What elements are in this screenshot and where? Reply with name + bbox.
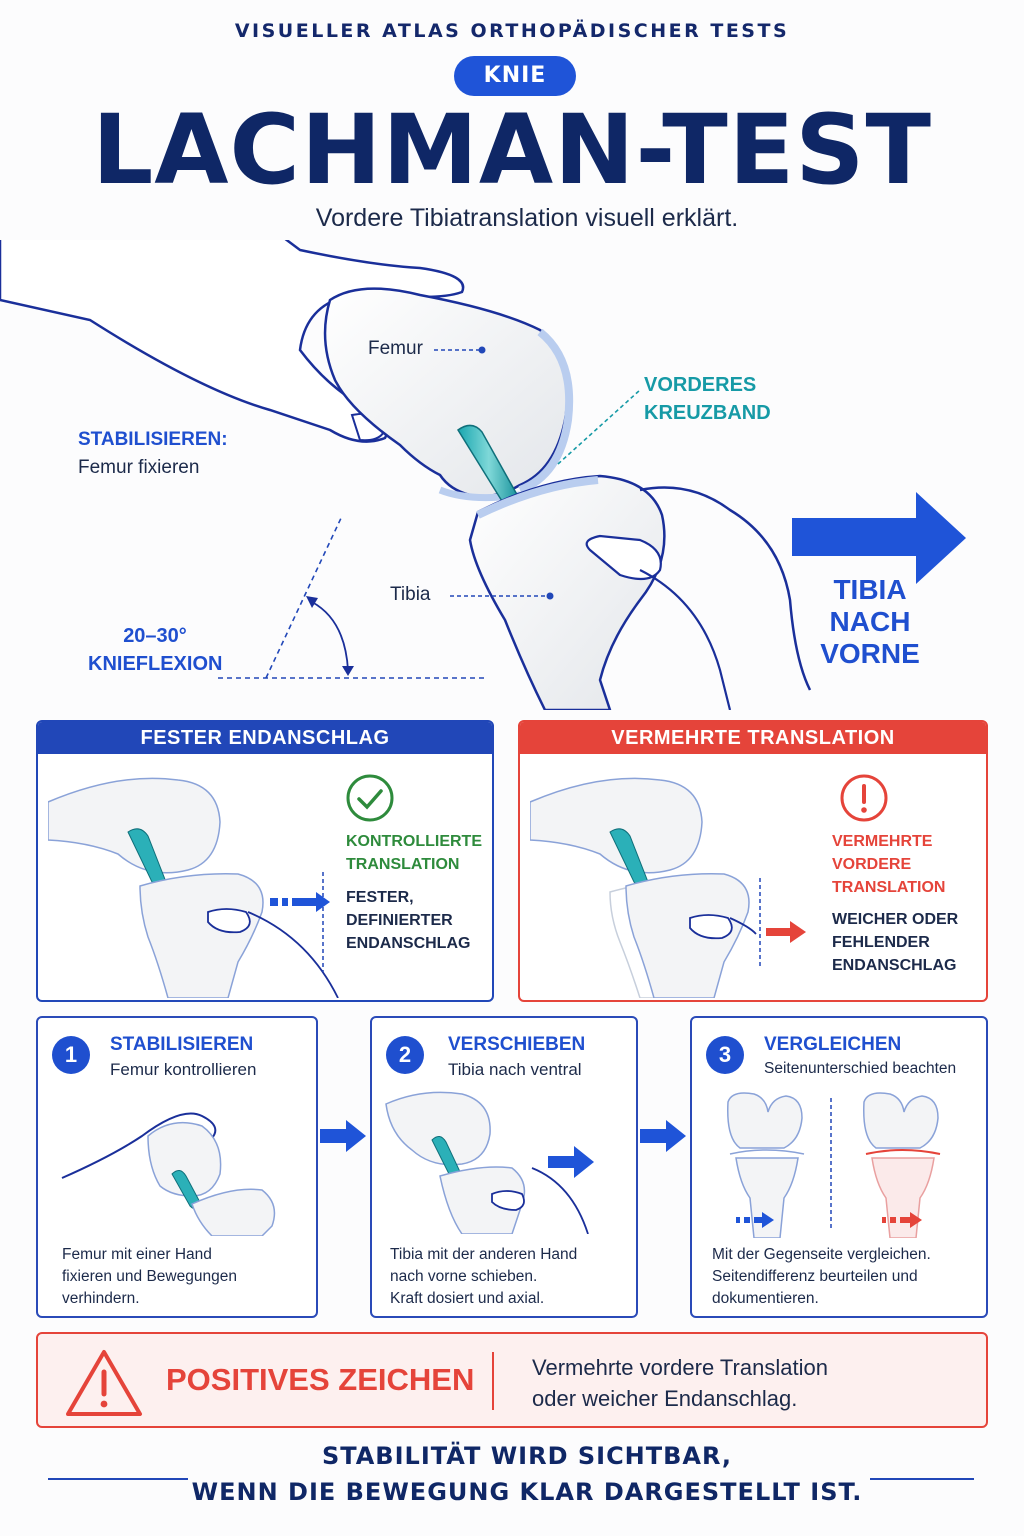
knee-normal-illustration bbox=[48, 777, 339, 998]
page-title: LACHMAN-TEST bbox=[92, 94, 932, 206]
warning-triangle-icon bbox=[66, 1350, 142, 1416]
step-description: Tibia mit der anderen Hand nach vorne sc… bbox=[390, 1246, 578, 1307]
step-subtitle: Tibia nach ventral bbox=[448, 1060, 582, 1079]
step-3-illustration bbox=[727, 1092, 941, 1238]
tibia-forward-label: TIBIA NACH VORNE bbox=[820, 574, 920, 669]
femur-label: Femur bbox=[368, 338, 423, 359]
step-1-card: 1 STABILISIEREN Femur kontrollieren Femu… bbox=[36, 1016, 318, 1318]
arrow-right-icon bbox=[320, 1120, 366, 1152]
step-number: 3 bbox=[706, 1036, 744, 1074]
step-subtitle: Femur kontrollieren bbox=[110, 1060, 257, 1079]
arrow-right-icon bbox=[792, 492, 966, 584]
acl-label: VORDERES KREUZBAND bbox=[644, 374, 771, 424]
step-title: VERGLEICHEN bbox=[764, 1034, 902, 1055]
step-2-card: 2 VERSCHIEBEN Tibia nach ventral Tibia m… bbox=[370, 1016, 638, 1318]
footer-rule-right bbox=[870, 1478, 974, 1480]
positive-sign-banner: POSITIVES ZEICHEN Vermehrte vordere Tran… bbox=[36, 1332, 988, 1428]
status-increased: VERMEHRTE VORDERE TRANSLATION bbox=[832, 833, 946, 896]
atlas-kicker: VISUELLER ATLAS ORTHOPÄDISCHER TESTS bbox=[234, 20, 790, 42]
step-1-illustration bbox=[61, 1112, 276, 1236]
card-firm-endpoint: FESTER ENDANSCHLAG KONTROLLIERTE TRANSLA… bbox=[36, 720, 494, 1002]
positive-sign-title: POSITIVES ZEICHEN bbox=[166, 1362, 475, 1397]
step-2-illustration bbox=[385, 1091, 594, 1234]
stabilize-note: STABILISIEREN: Femur fixieren bbox=[78, 429, 228, 478]
knee-illustration bbox=[0, 240, 966, 710]
step-title: STABILISIEREN bbox=[110, 1034, 254, 1055]
tibia-label: Tibia bbox=[390, 584, 431, 605]
desc-firm: FESTER, DEFINIERTER ENDANSCHLAG bbox=[346, 889, 471, 952]
footer-tagline: STABILITÄT WIRD SICHTBAR, WENN DIE BEWEG… bbox=[191, 1442, 863, 1506]
knee-abnormal-illustration bbox=[530, 777, 806, 998]
arrow-right-icon bbox=[640, 1120, 686, 1152]
card-header: VERMEHRTE TRANSLATION bbox=[520, 722, 986, 754]
step-number: 1 bbox=[52, 1036, 90, 1074]
page-subtitle: Vordere Tibiatranslation visuell erklärt… bbox=[315, 204, 739, 232]
status-controlled: KONTROLLIERTE TRANSLATION bbox=[346, 833, 482, 873]
exclamation-circle-icon bbox=[840, 774, 888, 822]
pushing-hand bbox=[585, 486, 812, 710]
divider bbox=[492, 1352, 494, 1410]
step-title: VERSCHIEBEN bbox=[448, 1034, 586, 1055]
step-description: Femur mit einer Hand fixieren und Bewegu… bbox=[62, 1246, 237, 1307]
step-subtitle: Seitenunterschied beachten bbox=[764, 1060, 957, 1077]
positive-sign-text: Vermehrte vordere Translation oder weich… bbox=[532, 1355, 828, 1411]
femur-bone bbox=[323, 287, 574, 502]
tibia-bone bbox=[468, 474, 666, 710]
step-description: Mit der Gegenseite vergleichen. Seitendi… bbox=[712, 1246, 931, 1307]
step-3-card: 3 VERGLEICHEN Seitenunterschied beachten… bbox=[690, 1016, 988, 1318]
flexion-label: 20–30° KNIEFLEXION bbox=[88, 625, 223, 675]
desc-soft: WEICHER ODER FEHLENDER ENDANSCHLAG bbox=[832, 911, 959, 974]
card-header: FESTER ENDANSCHLAG bbox=[38, 722, 492, 754]
card-increased-translation: VERMEHRTE TRANSLATION VERMEHRTE VORDERE … bbox=[518, 720, 988, 1002]
step-number: 2 bbox=[386, 1036, 424, 1074]
footer-rule-left bbox=[48, 1478, 188, 1480]
stabilizing-hand bbox=[0, 240, 465, 443]
check-circle-icon bbox=[346, 774, 394, 822]
region-badge: KNIE bbox=[454, 56, 576, 96]
